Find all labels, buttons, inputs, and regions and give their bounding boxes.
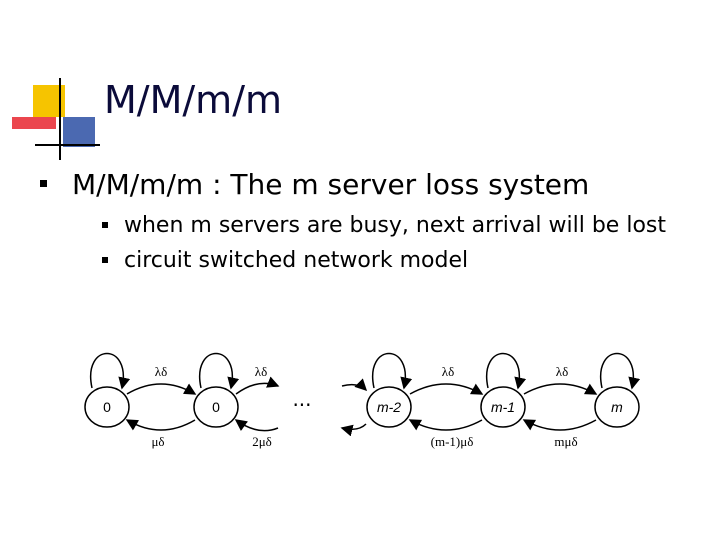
service-rate-label: (m-1)μδ <box>431 434 474 449</box>
sub-bullet-text: when m servers are busy, next arrival wi… <box>124 213 666 238</box>
state-transition-diagram: 0 0 m-2 m-1 m λδ λδ λδ λδ μδ 2μδ (m-1)μδ… <box>84 352 641 449</box>
self-loop-arrow <box>198 352 240 390</box>
sub-bullet-item: circuit switched network model <box>102 247 684 274</box>
state-label: m <box>611 399 623 415</box>
slide-title: M/M/m/m <box>104 78 283 122</box>
arrival-arrow <box>523 383 598 395</box>
arrival-arrow <box>126 383 197 395</box>
bullet-square-icon <box>40 180 47 187</box>
logo-red-bar <box>12 117 56 129</box>
arrival-rate-label: λδ <box>155 364 167 379</box>
arrival-rate-label: λδ <box>255 364 267 379</box>
state-label: 0 <box>212 399 220 415</box>
sub-bullet-item: when m servers are busy, next arrival wi… <box>102 212 684 239</box>
service-arrow <box>522 419 597 431</box>
self-loop-arrow <box>371 352 413 390</box>
self-loop-arrow <box>599 352 641 390</box>
ellipsis-label: ··· <box>292 393 311 417</box>
state-label: m-2 <box>377 399 401 415</box>
bullet-list: M/M/m/m : The m server loss system when … <box>40 168 700 282</box>
state-circle <box>193 386 239 428</box>
state-label: 0 <box>103 399 111 415</box>
service-arrow-stub <box>340 423 367 437</box>
self-loop-arrow <box>485 352 527 390</box>
logo-blue-square <box>63 117 95 147</box>
state-circle <box>480 386 526 428</box>
service-arrow <box>125 419 196 431</box>
bullet-item: M/M/m/m : The m server loss system <box>40 168 700 202</box>
sub-bullet-text: circuit switched network model <box>124 248 469 273</box>
logo-graphic <box>12 78 100 160</box>
service-rate-label: μδ <box>151 434 164 449</box>
self-loop-arrow <box>89 352 131 390</box>
bullet-square-icon <box>102 257 108 263</box>
bullet-text: M/M/m/m : The m server loss system <box>72 168 590 201</box>
service-arrow <box>408 419 483 431</box>
bullet-square-icon <box>102 222 108 228</box>
state-label: m-1 <box>491 399 515 415</box>
arrival-arrow <box>235 376 280 395</box>
service-rate-label: mμδ <box>554 434 577 449</box>
service-rate-label: 2μδ <box>252 434 272 449</box>
state-circle <box>366 386 412 428</box>
service-arrow <box>234 419 279 432</box>
arrival-arrow-stub <box>341 378 368 392</box>
arrival-rate-label: λδ <box>442 364 454 379</box>
state-circle <box>594 386 640 428</box>
arrival-rate-label: λδ <box>556 364 568 379</box>
arrival-arrow <box>409 383 484 395</box>
state-circle <box>84 386 130 428</box>
